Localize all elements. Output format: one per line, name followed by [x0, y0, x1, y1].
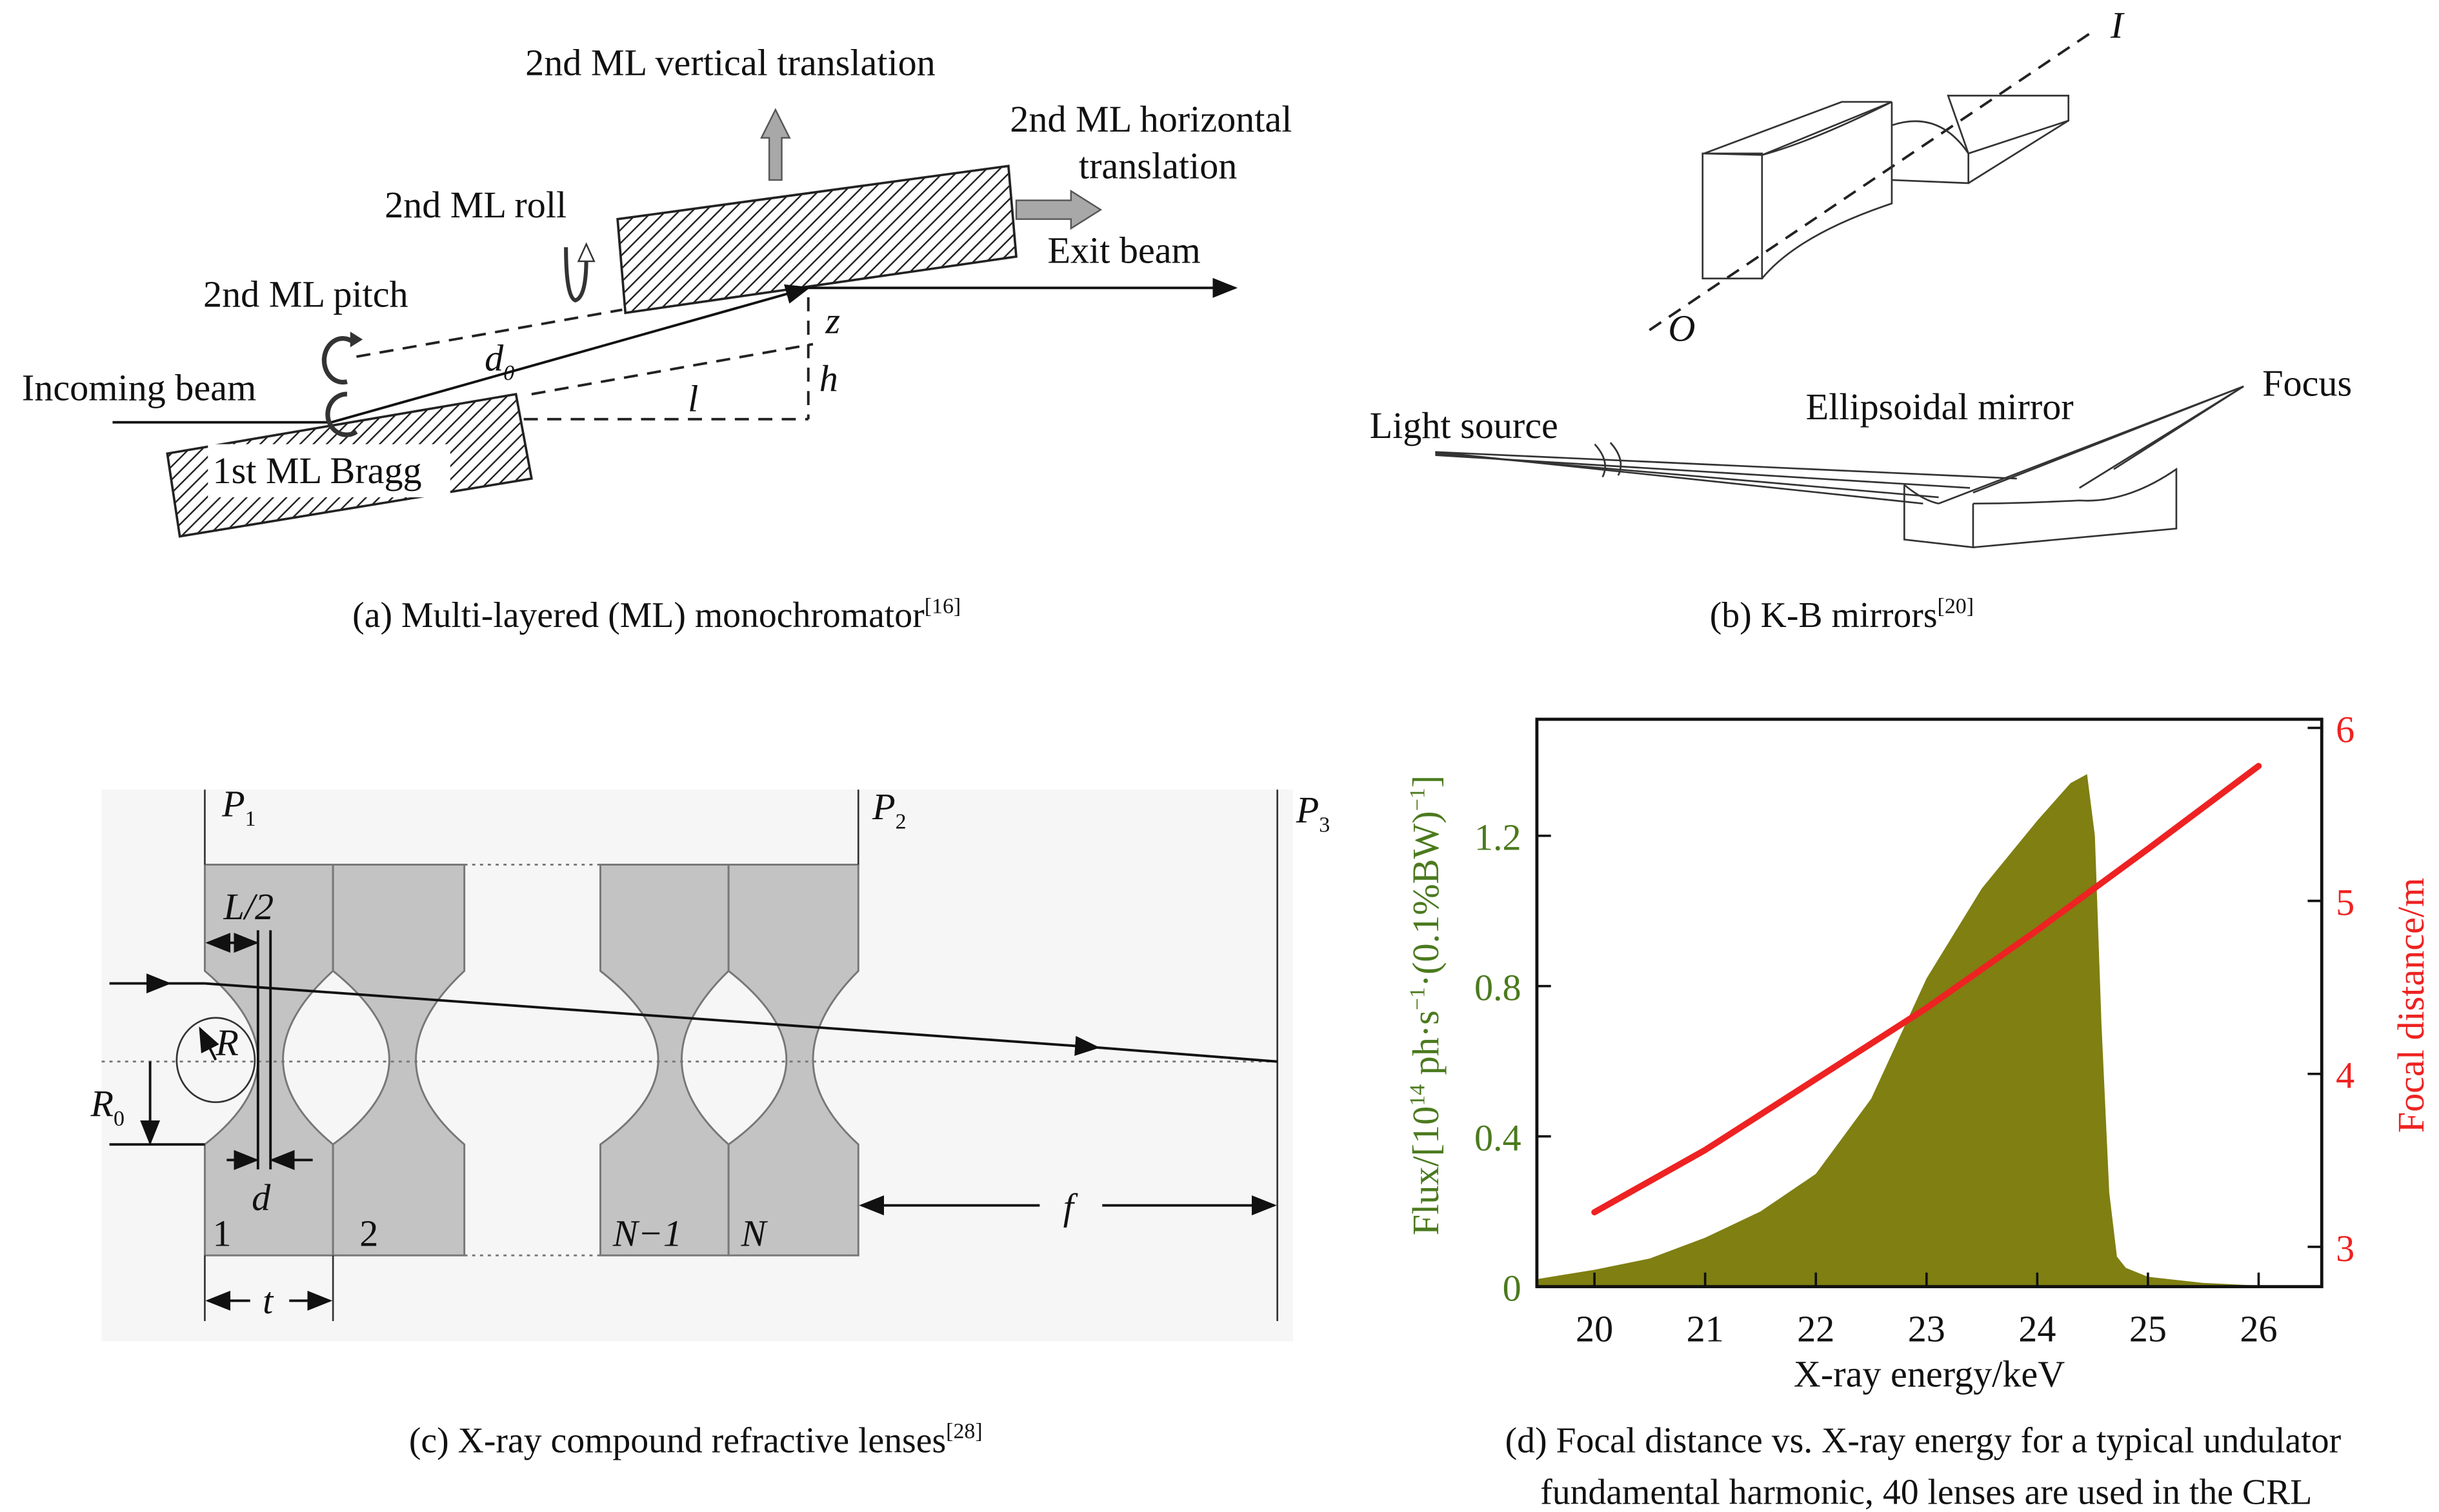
y-left-tick-label: 0 — [1503, 1267, 1521, 1309]
label-lens-1: 1 — [213, 1213, 232, 1255]
x-tick-label: 23 — [1908, 1308, 1945, 1349]
ray-refracted — [205, 982, 1100, 1056]
y-right-tick-label: 6 — [2336, 708, 2354, 750]
label-roll: 2nd ML roll — [385, 184, 567, 226]
caption-b: (b) K-B mirrors[20] — [1710, 594, 1974, 635]
label-d0: d0 — [485, 337, 514, 386]
label-ellipsoidal-mirror: Ellipsoidal mirror — [1806, 386, 2074, 428]
lens-n — [727, 863, 859, 1257]
pitch-arrowhead-icon — [350, 332, 363, 348]
caption-a: (a) Multi-layered (ML) monochromator[16] — [352, 594, 961, 635]
label-I: I — [2110, 5, 2125, 46]
caption-c: (c) X-ray compound refractive lenses[28] — [409, 1420, 983, 1461]
break-mark-icon — [1594, 442, 1622, 478]
dashed-line — [356, 308, 623, 358]
label-L2: L/2 — [223, 886, 274, 928]
y-right-tick-label: 3 — [2336, 1228, 2354, 1269]
x-axis-label: X-ray energy/keV — [1794, 1353, 2065, 1395]
lens-2 — [332, 863, 466, 1257]
bragg-rotation-icon — [325, 392, 358, 437]
roll-arrowhead-icon — [577, 242, 596, 263]
panel-b-kb-mirrors: I O Light source Ellipsoidal mirror Focu… — [1370, 5, 2352, 635]
kb-first-mirror-front — [1701, 152, 1763, 280]
label-vertical-translation: 2nd ML vertical translation — [525, 42, 936, 84]
R-arrow — [199, 1026, 219, 1061]
label-l: l — [688, 378, 698, 420]
kb-edge — [1967, 119, 2069, 184]
kb-second-mirror-body — [1891, 120, 1969, 184]
kb-first-mirror-top — [1703, 101, 1892, 156]
panel-c-crl: P1 P2 P3 L/2 R R0 d t f 1 2 N−1 N (c) X-… — [90, 782, 1330, 1460]
x-tick-label: 21 — [1687, 1308, 1724, 1349]
label-t: t — [263, 1280, 274, 1322]
kb-first-mirror-curved-face — [1761, 101, 1893, 279]
lens-n-minus-1 — [599, 863, 730, 1257]
x-tick-label: 26 — [2240, 1308, 2277, 1349]
x-tick-label: 25 — [2129, 1308, 2167, 1349]
dashed-line — [531, 343, 814, 395]
label-bragg: 1st ML Bragg — [213, 450, 422, 492]
chart-marks — [1536, 762, 2314, 1287]
panel-d-chart: 20 21 22 23 24 25 26 0 0.4 0.8 1.2 3 4 5 6 X-ray energ… — [1405, 708, 2432, 1512]
label-p1: P1 — [221, 782, 256, 831]
label-horizontal-translation-2: translation — [1079, 145, 1237, 187]
kb-edge — [1762, 101, 1892, 156]
y-right-tick-label: 4 — [2336, 1055, 2354, 1097]
pitch-rotation-icon — [321, 336, 354, 385]
flux-area — [1536, 774, 2314, 1287]
label-incoming-beam: Incoming beam — [22, 367, 256, 409]
label-R: R — [215, 1022, 239, 1064]
y-left-tick-label: 0.4 — [1474, 1117, 1521, 1159]
label-focus: Focus — [2262, 362, 2352, 404]
label-exit-beam: Exit beam — [1047, 230, 1200, 272]
optical-axis-dashed — [1649, 28, 2096, 332]
label-pitch: 2nd ML pitch — [203, 273, 408, 315]
bragg-label-bg — [208, 444, 450, 497]
vertical-translation-arrow-icon — [760, 108, 791, 181]
label-z: z — [825, 300, 840, 342]
label-light-source: Light source — [1370, 404, 1558, 446]
label-lens-n-minus-1: N−1 — [612, 1213, 682, 1255]
ray-refracted — [1097, 1046, 1278, 1063]
label-h: h — [819, 357, 838, 399]
y-left-tick-label: 0.8 — [1474, 966, 1521, 1008]
label-O: O — [1668, 308, 1695, 350]
plot-frame — [1535, 717, 2324, 1289]
chart-ticks: 20 21 22 23 24 25 26 0 0.4 0.8 1.2 3 4 5 6 — [1474, 708, 2354, 1349]
label-lens-2: 2 — [359, 1213, 378, 1255]
kb-second-mirror-top — [1947, 94, 2070, 155]
label-R0: R0 — [90, 1083, 125, 1131]
label-p3: P3 — [1296, 789, 1330, 837]
y-left-tick-label: 1.2 — [1474, 816, 1521, 858]
label-horizontal-translation-1: 2nd ML horizontal — [1010, 98, 1292, 140]
y-axis-right-label: Focal distance/m — [2390, 878, 2432, 1133]
caption-d-line2: fundamental harmonic, 40 lenses are used… — [1540, 1472, 2312, 1512]
caption-d-line1: (d) Focal distance vs. X-ray energy for … — [1505, 1420, 2342, 1460]
x-tick-label: 22 — [1797, 1308, 1834, 1349]
ellipsoidal-mirror-sketch — [1435, 385, 2244, 549]
radius-circle — [176, 1017, 256, 1104]
second-multilayer-crystal — [616, 164, 1018, 315]
roll-rotation-icon — [564, 247, 588, 303]
label-lens-n: N — [741, 1213, 768, 1255]
y-right-tick-label: 5 — [2336, 881, 2354, 923]
x-tick-label: 20 — [1576, 1308, 1613, 1349]
focal-distance-line — [1591, 762, 2262, 1216]
label-d: d — [252, 1177, 271, 1219]
panel-a-monochromator: 2nd ML vertical translation 2nd ML horiz… — [22, 42, 1292, 635]
x-tick-label: 24 — [2018, 1308, 2056, 1349]
d0-beam-line — [331, 284, 811, 424]
horizontal-translation-arrow-icon — [1015, 189, 1103, 230]
y-axis-left-label: Flux/[1014 ph·s−1·(0.1%BW)−1] — [1405, 775, 1447, 1235]
label-p2: P2 — [872, 786, 906, 834]
